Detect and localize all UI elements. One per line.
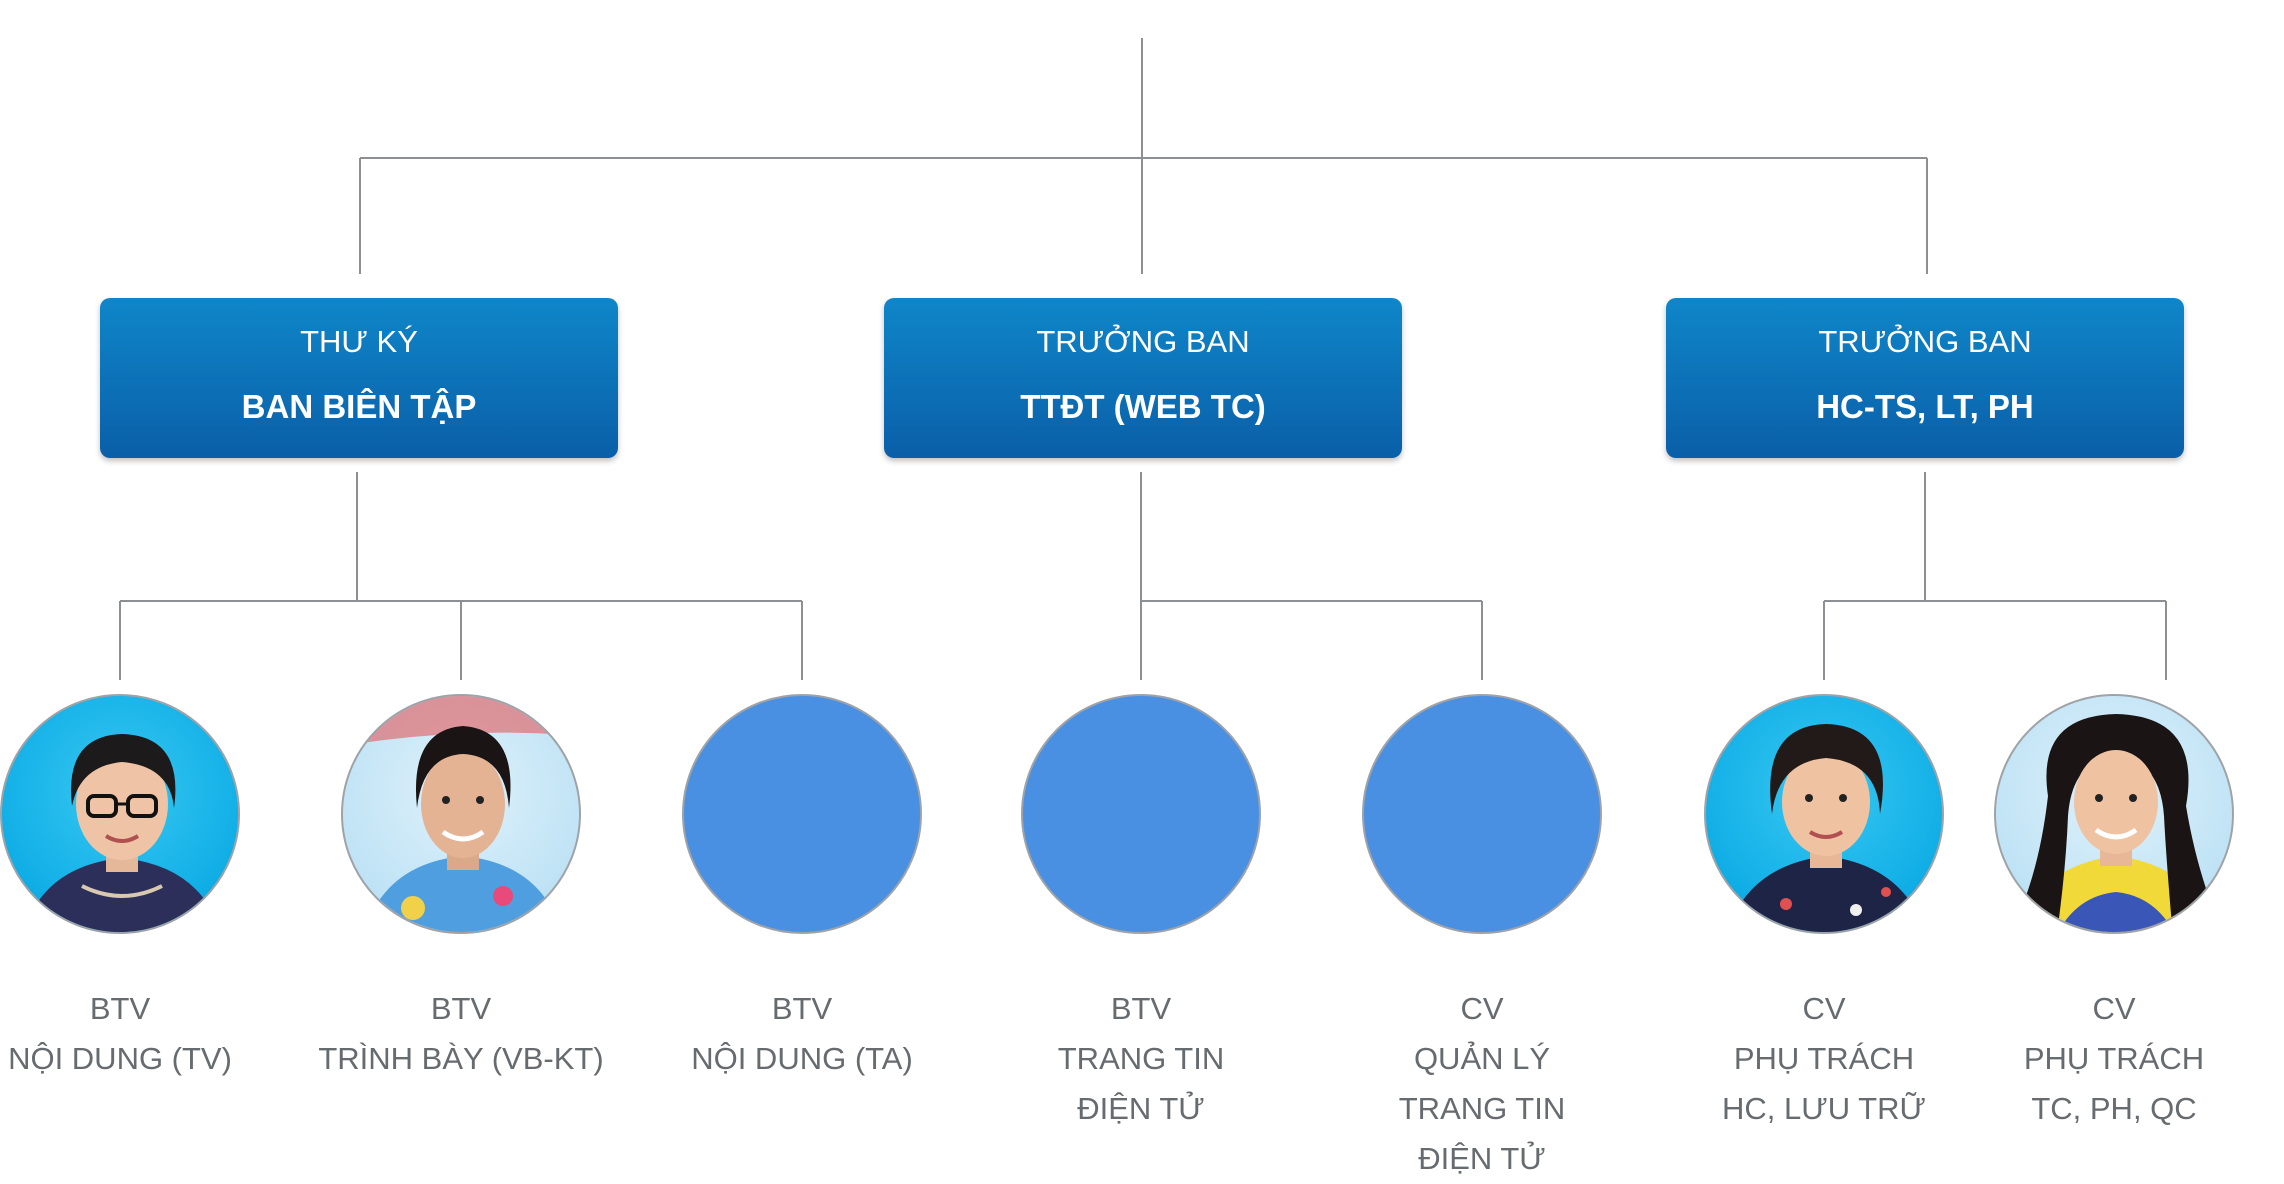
empty-placeholder-icon xyxy=(1021,694,1261,934)
staff-label: BTV TRÌNH BÀY (VB-KT) xyxy=(291,984,631,1084)
manager-title: THƯ KÝ xyxy=(300,324,418,359)
staff-label: CV QUẢN LÝ TRANG TIN ĐIỆN TỬ xyxy=(1312,984,1652,1184)
staff-duty-line: TRANG TIN xyxy=(1057,1041,1225,1076)
manager-box-hc-ts: TRƯỞNG BAN HC-TS, LT, PH xyxy=(1666,298,2184,458)
staff-role: CV xyxy=(1460,991,1504,1026)
empty-placeholder-icon xyxy=(682,694,922,934)
staff-role: BTV xyxy=(89,991,151,1026)
manager-title: TRƯỞNG BAN xyxy=(1036,324,1250,359)
woman-smiling-portrait-icon xyxy=(341,694,581,934)
staff-role: BTV xyxy=(771,991,833,1026)
woman-long-hair-portrait-icon xyxy=(1994,694,2234,934)
staff-duty-line: HC, LƯU TRỮ xyxy=(1722,1091,1926,1126)
staff-label: BTV NỘI DUNG (TV) xyxy=(0,984,290,1084)
staff-label: CV PHỤ TRÁCH TC, PH, QC xyxy=(1944,984,2284,1134)
staff-label: CV PHỤ TRÁCH HC, LƯU TRỮ xyxy=(1654,984,1994,1134)
staff-role: CV xyxy=(1802,991,1846,1026)
staff-duty-line: NỘI DUNG (TA) xyxy=(691,1041,913,1076)
staff-duty-line: ĐIỆN TỬ xyxy=(1418,1141,1546,1176)
staff-label: BTV NỘI DUNG (TA) xyxy=(632,984,972,1084)
manager-name: BAN BIÊN TẬP xyxy=(241,388,477,425)
staff-duty-line: PHỤ TRÁCH xyxy=(2023,1041,2205,1076)
staff-duty-line: ĐIỆN TỬ xyxy=(1077,1091,1205,1126)
staff-label: BTV TRANG TIN ĐIỆN TỬ xyxy=(971,984,1311,1134)
staff-duty-line: TRANG TIN xyxy=(1398,1091,1566,1126)
staff-duty-line: TC, PH, QC xyxy=(2031,1091,2197,1126)
staff-role: BTV xyxy=(1110,991,1172,1026)
woman-with-glasses-portrait-icon xyxy=(0,694,240,934)
staff-duty-line: TRÌNH BÀY (VB-KT) xyxy=(318,1041,604,1076)
staff-role: BTV xyxy=(430,991,492,1026)
staff-duty-line: QUẢN LÝ xyxy=(1413,1041,1551,1076)
manager-name: HC-TS, LT, PH xyxy=(1816,388,2034,425)
staff-duty-line: NỘI DUNG (TV) xyxy=(8,1041,232,1076)
manager-title: TRƯỞNG BAN xyxy=(1818,324,2032,359)
manager-name: TTĐT (WEB TC) xyxy=(1020,388,1266,425)
manager-box-ttdt: TRƯỞNG BAN TTĐT (WEB TC) xyxy=(884,298,1402,458)
woman-short-hair-portrait-icon xyxy=(1704,694,1944,934)
empty-placeholder-icon xyxy=(1362,694,1602,934)
manager-box-ban-bien-tap: THƯ KÝ BAN BIÊN TẬP xyxy=(100,298,618,458)
staff-role: CV xyxy=(2092,991,2136,1026)
staff-duty-line: PHỤ TRÁCH xyxy=(1733,1041,1915,1076)
